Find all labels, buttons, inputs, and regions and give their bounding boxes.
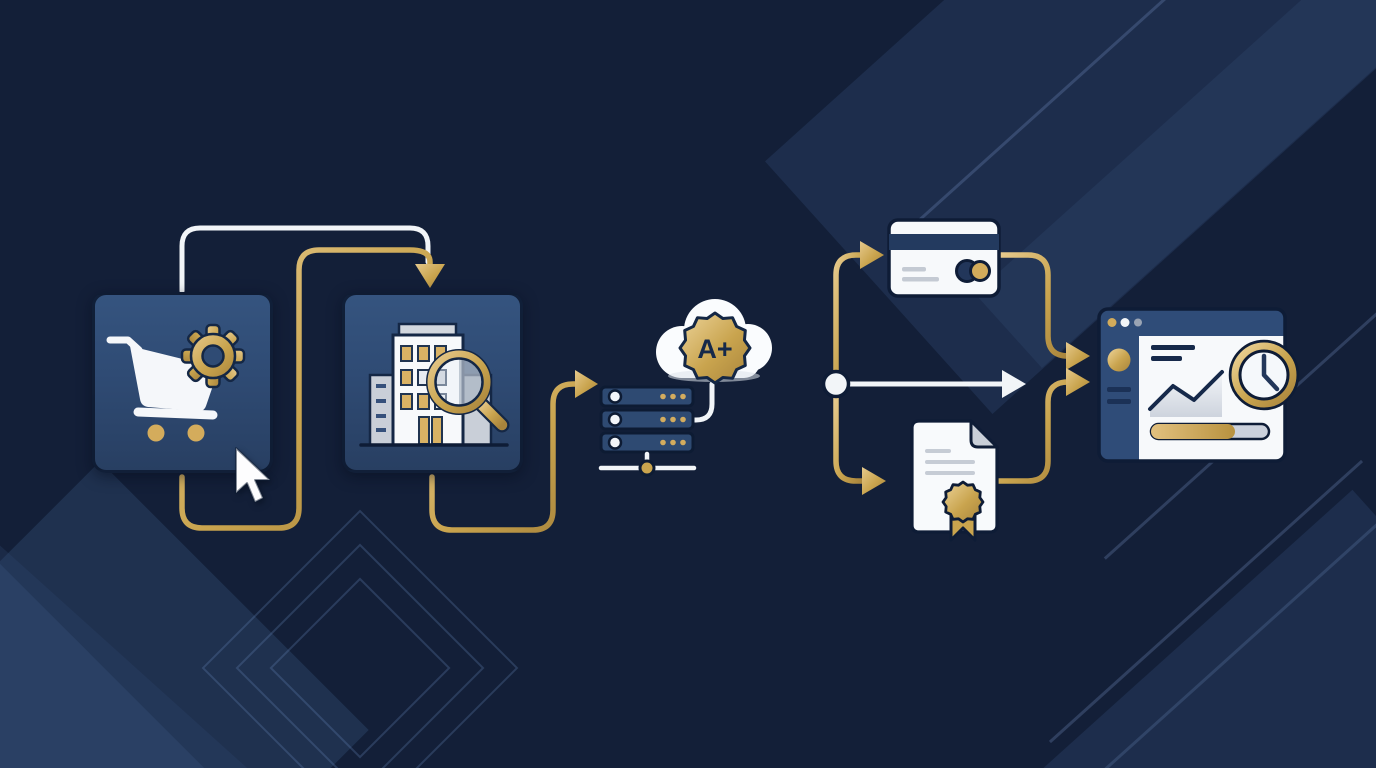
progress-bar	[1149, 422, 1271, 441]
card-logo-circles	[955, 259, 991, 283]
lens-shade	[459, 359, 482, 405]
connector-gold-loop	[179, 247, 433, 531]
grade-badge-icon: A+	[678, 311, 752, 385]
arrowhead-right-icon	[862, 467, 886, 495]
arrowhead-right-icon	[1066, 342, 1090, 370]
cart-wheel	[187, 424, 205, 442]
credit-card-icon	[887, 218, 1001, 298]
junction-node	[821, 369, 851, 399]
grade-badge-label: A+	[697, 334, 732, 364]
window-traffic-dots	[1107, 318, 1142, 327]
analytics-browser-icon	[1097, 307, 1300, 463]
connector-gold-cert-browser	[996, 379, 1071, 484]
server-status-lights	[607, 389, 623, 450]
arrowhead-right-icon	[575, 370, 598, 398]
gear-icon	[180, 323, 246, 389]
cart-handle	[106, 336, 143, 354]
connector-gold-up-branch	[833, 252, 863, 375]
server-port-dots	[660, 393, 686, 446]
building-magnifier-icon	[359, 322, 510, 447]
line-chart	[1148, 370, 1224, 417]
building-left-windows	[376, 384, 386, 432]
sidebar-menu-lines	[1107, 387, 1131, 404]
cart-wheel	[147, 424, 165, 442]
sidebar-avatar-dot	[1107, 348, 1131, 372]
certificate-document-icon	[910, 419, 999, 542]
arrowhead-down-icon	[415, 264, 445, 288]
server-rows	[599, 385, 695, 454]
cart-basket	[130, 346, 219, 412]
clock-hands	[1261, 353, 1280, 392]
connector-gold-down-branch	[833, 393, 865, 484]
card-stripe	[889, 234, 999, 250]
arrowhead-right-icon	[1066, 368, 1090, 396]
cursor-pointer-icon	[235, 447, 271, 503]
network-node-icon	[598, 451, 697, 477]
content-heading-lines	[1151, 345, 1195, 361]
cart-base	[133, 407, 218, 420]
window-titlebar	[1099, 309, 1285, 336]
cloud-grade-badge-icon: A+	[656, 299, 772, 385]
arrowhead-right-white-icon	[1002, 370, 1026, 398]
clock-icon	[1228, 339, 1300, 411]
document-text-lines	[925, 449, 975, 475]
connector-white-top	[179, 225, 431, 294]
document-fold	[969, 419, 999, 449]
connector-gold-to-server	[429, 381, 579, 533]
magnifier-icon	[426, 349, 510, 433]
window-sidebar	[1099, 336, 1139, 461]
connector-gold-card-browser	[998, 252, 1071, 359]
shopping-cart-gear-icon	[106, 323, 246, 442]
connector-cloud-server	[689, 381, 715, 423]
card-text-lines	[902, 267, 939, 282]
arrowhead-right-icon	[860, 241, 884, 269]
server-stack-icon	[598, 385, 697, 477]
ribbon-seal-icon	[941, 480, 985, 542]
card-body	[887, 218, 1001, 298]
progress-bar-fill	[1151, 424, 1235, 439]
